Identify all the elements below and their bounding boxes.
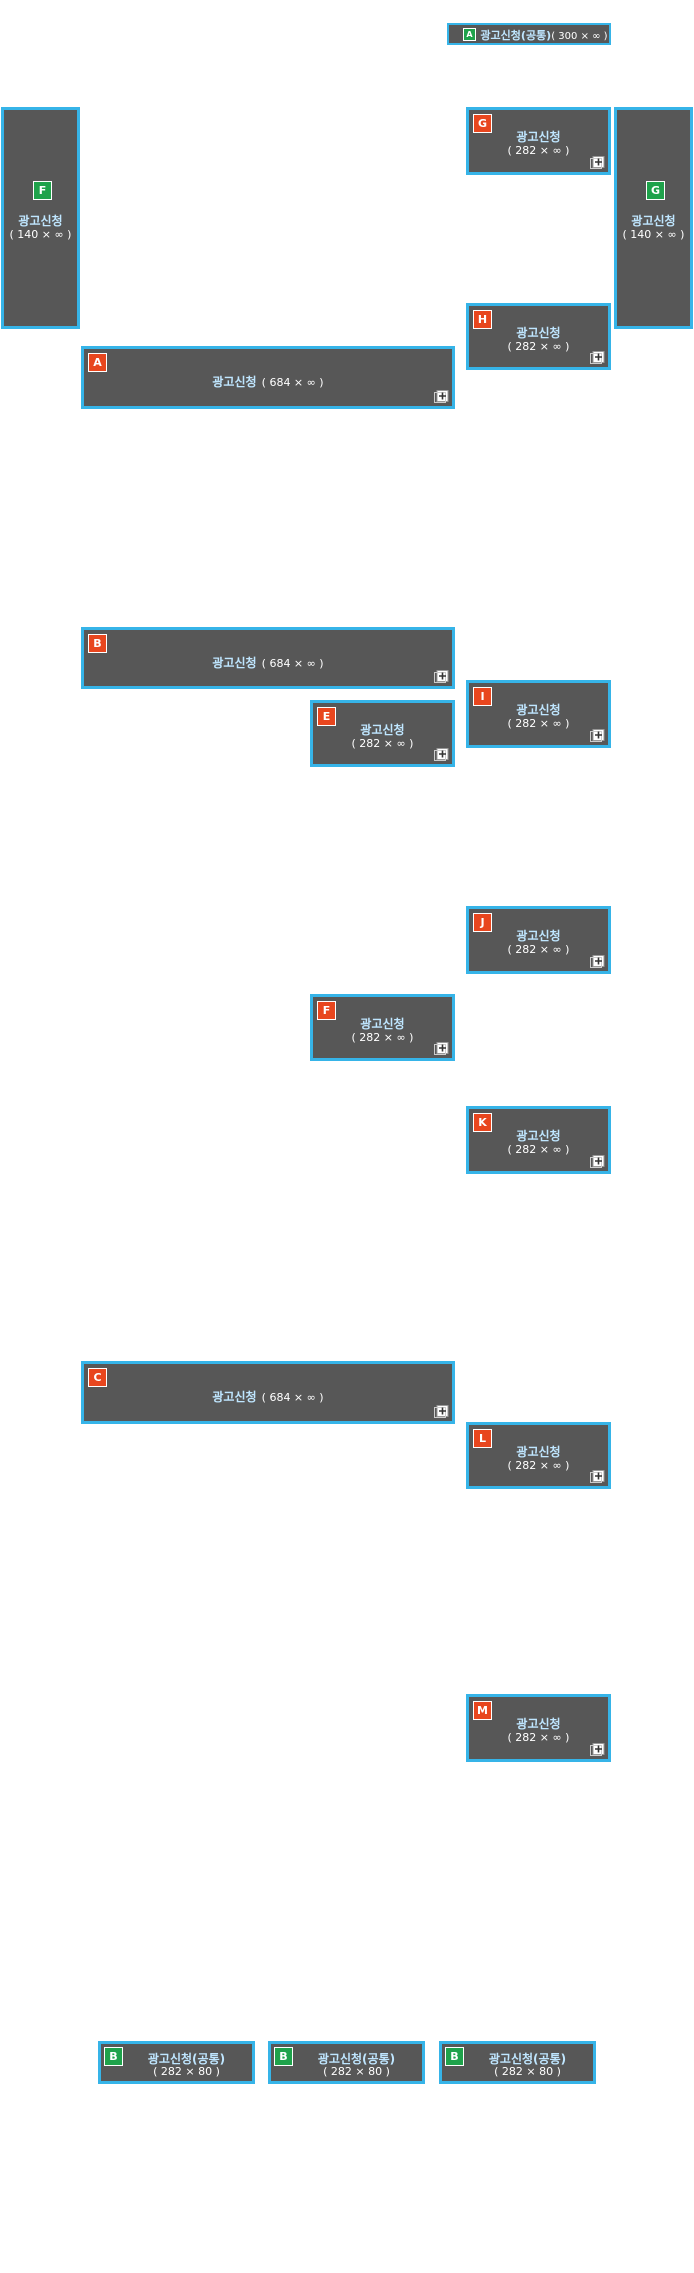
ad-label: 광고신청 bbox=[516, 703, 561, 717]
ad-slot-side-i[interactable]: I 광고신청 ( 282 × ∞ ) bbox=[466, 680, 611, 748]
ad-label: 광고신청 bbox=[516, 1129, 561, 1143]
ad-size: ( 684 × ∞ ) bbox=[261, 1391, 324, 1404]
ad-label: 광고신청 bbox=[516, 1717, 561, 1731]
ad-slot-side-h[interactable]: H 광고신청 ( 282 × ∞ ) bbox=[466, 303, 611, 370]
ad-size: ( 140 × ∞ ) bbox=[622, 228, 685, 241]
plus-square-icon[interactable] bbox=[590, 729, 605, 742]
slot-badge-g: G bbox=[646, 181, 665, 200]
ad-size: ( 684 × ∞ ) bbox=[261, 657, 324, 670]
plus-square-icon[interactable] bbox=[434, 748, 449, 761]
ad-slot-wide-b[interactable]: B 광고신청 ( 684 × ∞ ) bbox=[81, 627, 455, 689]
ad-slot-right-skyscraper-g[interactable]: G 광고신청 ( 140 × ∞ ) bbox=[614, 107, 693, 329]
ad-slot-wide-c[interactable]: C 광고신청 ( 684 × ∞ ) bbox=[81, 1361, 455, 1424]
ad-size: ( 282 × 80 ) bbox=[323, 2065, 390, 2078]
ad-slot-top-common-a[interactable]: A 광고신청(공통)( 300 × ∞ ) bbox=[447, 23, 611, 45]
ad-size: ( 282 × 80 ) bbox=[153, 2065, 220, 2078]
slot-badge-h: H bbox=[473, 310, 492, 329]
slot-badge-l: L bbox=[473, 1429, 492, 1448]
ad-slot-wide-a[interactable]: A 광고신청 ( 684 × ∞ ) bbox=[81, 346, 455, 409]
ad-label: 광고신청(공통) bbox=[147, 2052, 226, 2066]
plus-square-icon[interactable] bbox=[434, 390, 449, 403]
plus-square-icon[interactable] bbox=[590, 1155, 605, 1168]
slot-badge-b: B bbox=[445, 2047, 464, 2066]
ad-label: 광고신청 bbox=[360, 723, 405, 737]
ad-slot-bottom-common-3[interactable]: B 광고신청(공통) ( 282 × 80 ) bbox=[439, 2041, 596, 2084]
ad-slot-left-skyscraper-f[interactable]: F 광고신청 ( 140 × ∞ ) bbox=[1, 107, 80, 329]
ad-size: ( 282 × ∞ ) bbox=[507, 1143, 570, 1156]
slot-badge-a: A bbox=[88, 353, 107, 372]
ad-size: ( 282 × ∞ ) bbox=[507, 144, 570, 157]
slot-badge-b: B bbox=[104, 2047, 123, 2066]
plus-square-icon[interactable] bbox=[590, 955, 605, 968]
slot-badge-g: G bbox=[473, 114, 492, 133]
slot-badge-k: K bbox=[473, 1113, 492, 1132]
ad-size: ( 282 × ∞ ) bbox=[507, 943, 570, 956]
ad-slot-bottom-common-1[interactable]: B 광고신청(공통) ( 282 × 80 ) bbox=[98, 2041, 255, 2084]
ad-size: ( 282 × ∞ ) bbox=[507, 1731, 570, 1744]
slot-text: 광고신청 ( 684 × ∞ ) bbox=[84, 1386, 452, 1405]
ad-size: ( 140 × ∞ ) bbox=[9, 228, 72, 241]
ad-label: 광고신청 bbox=[516, 929, 561, 943]
ad-size: ( 282 × ∞ ) bbox=[507, 717, 570, 730]
slot-badge-f: F bbox=[317, 1001, 336, 1020]
plus-square-icon[interactable] bbox=[590, 351, 605, 364]
ad-size: ( 282 × ∞ ) bbox=[507, 340, 570, 353]
ad-label: 광고신청 bbox=[212, 656, 257, 670]
ad-label: 광고신청 bbox=[360, 1017, 405, 1031]
ad-slot-mid-e[interactable]: E 광고신청 ( 282 × ∞ ) bbox=[310, 700, 455, 767]
plus-square-icon[interactable] bbox=[590, 156, 605, 169]
ad-size: ( 282 × ∞ ) bbox=[507, 1459, 570, 1472]
ad-label: 광고신청 bbox=[212, 1390, 257, 1404]
ad-slot-side-l[interactable]: L 광고신청 ( 282 × ∞ ) bbox=[466, 1422, 611, 1489]
ad-label: 광고신청(공통) bbox=[317, 2052, 396, 2066]
ad-slot-mid-f[interactable]: F 광고신청 ( 282 × ∞ ) bbox=[310, 994, 455, 1061]
ad-label: 광고신청 bbox=[516, 130, 561, 144]
slot-badge-b: B bbox=[274, 2047, 293, 2066]
slot-text: 광고신청 ( 684 × ∞ ) bbox=[84, 652, 452, 671]
ad-label: 광고신청 bbox=[212, 375, 257, 389]
ad-label: 광고신청 bbox=[516, 326, 561, 340]
ad-label: 광고신청(공통) bbox=[480, 29, 552, 42]
slot-badge-j: J bbox=[473, 913, 492, 932]
slot-badge-i: I bbox=[473, 687, 492, 706]
ad-size: ( 282 × 80 ) bbox=[494, 2065, 561, 2078]
plus-square-icon[interactable] bbox=[590, 1470, 605, 1483]
slot-badge-f: F bbox=[33, 181, 52, 200]
ad-size: ( 282 × ∞ ) bbox=[351, 737, 414, 750]
ad-label: 광고신청 bbox=[516, 1445, 561, 1459]
plus-square-icon[interactable] bbox=[434, 1405, 449, 1418]
plus-square-icon[interactable] bbox=[434, 670, 449, 683]
slot-text: 광고신청(공통)( 300 × ∞ ) bbox=[479, 27, 609, 43]
slot-badge-c: C bbox=[88, 1368, 107, 1387]
ad-size: ( 300 × ∞ ) bbox=[551, 31, 608, 42]
ad-size: ( 282 × ∞ ) bbox=[351, 1031, 414, 1044]
ad-slot-side-k[interactable]: K 광고신청 ( 282 × ∞ ) bbox=[466, 1106, 611, 1174]
plus-square-icon[interactable] bbox=[434, 1042, 449, 1055]
ad-slot-bottom-common-2[interactable]: B 광고신청(공통) ( 282 × 80 ) bbox=[268, 2041, 425, 2084]
ad-label: 광고신청 bbox=[18, 214, 63, 228]
slot-badge-b: B bbox=[88, 634, 107, 653]
slot-badge-e: E bbox=[317, 707, 336, 726]
ad-slot-side-m[interactable]: M 광고신청 ( 282 × ∞ ) bbox=[466, 1694, 611, 1762]
slot-badge-a: A bbox=[463, 28, 476, 41]
ad-slot-side-j[interactable]: J 광고신청 ( 282 × ∞ ) bbox=[466, 906, 611, 974]
plus-square-icon[interactable] bbox=[590, 1743, 605, 1756]
ad-label: 광고신청(공통) bbox=[488, 2052, 567, 2066]
ad-size: ( 684 × ∞ ) bbox=[261, 376, 324, 389]
ad-slot-side-g[interactable]: G 광고신청 ( 282 × ∞ ) bbox=[466, 107, 611, 175]
slot-badge-m: M bbox=[473, 1701, 492, 1720]
slot-text: 광고신청 ( 684 × ∞ ) bbox=[84, 371, 452, 390]
ad-label: 광고신청 bbox=[631, 214, 676, 228]
